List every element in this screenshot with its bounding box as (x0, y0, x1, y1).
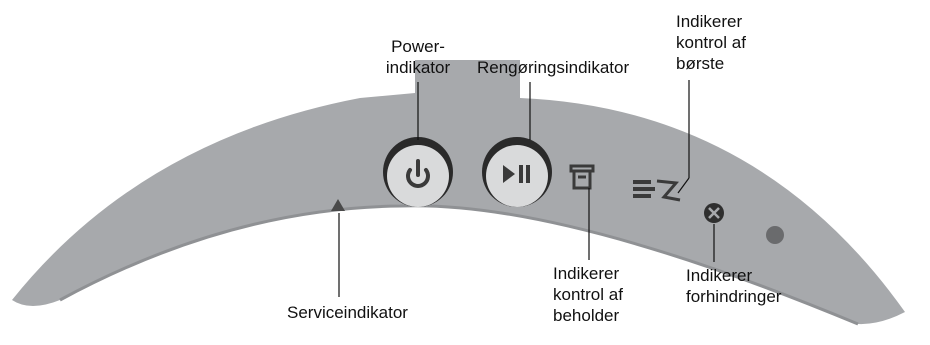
bin-icon (569, 164, 595, 190)
power-button[interactable] (383, 137, 453, 207)
label-line: kontrol af (676, 33, 746, 52)
label-line: Indikerer (686, 266, 753, 285)
cleaning-indicator-label: Rengøringsindikator (477, 57, 629, 78)
power-indicator-label: Power- indikator (375, 36, 461, 78)
panel-lower-edge (59, 204, 859, 326)
label-line: Indikerer (553, 264, 620, 283)
play-pause-icon (503, 165, 530, 183)
leader-brush-tip (677, 177, 690, 194)
leader-lines (338, 80, 715, 297)
power-icon (406, 159, 430, 188)
obstacle-x-icon (704, 203, 724, 223)
brush-indicator-label: Indikerer kontrol af børste (676, 11, 746, 74)
label-line: beholder (553, 306, 620, 325)
service-indicator-label: Serviceindikator (287, 302, 408, 323)
label-line: indikator (385, 58, 451, 77)
label-line: forhindringer (686, 287, 782, 306)
label-line: Indikerer (676, 12, 743, 31)
warning-triangle-icon (331, 199, 345, 211)
label-line: Power- (391, 37, 445, 56)
play-pause-button[interactable] (482, 137, 552, 207)
status-dot-icon (766, 226, 784, 244)
label-line: Rengøringsindikator (477, 58, 630, 77)
label-line: kontrol af (553, 285, 623, 304)
label-line: Serviceindikator (287, 303, 408, 322)
bin-indicator-label: Indikerer kontrol af beholder (553, 263, 623, 326)
label-line: børste (676, 54, 725, 73)
obstacle-indicator-label: Indikerer forhindringer (686, 265, 781, 307)
brush-icon (633, 179, 681, 202)
